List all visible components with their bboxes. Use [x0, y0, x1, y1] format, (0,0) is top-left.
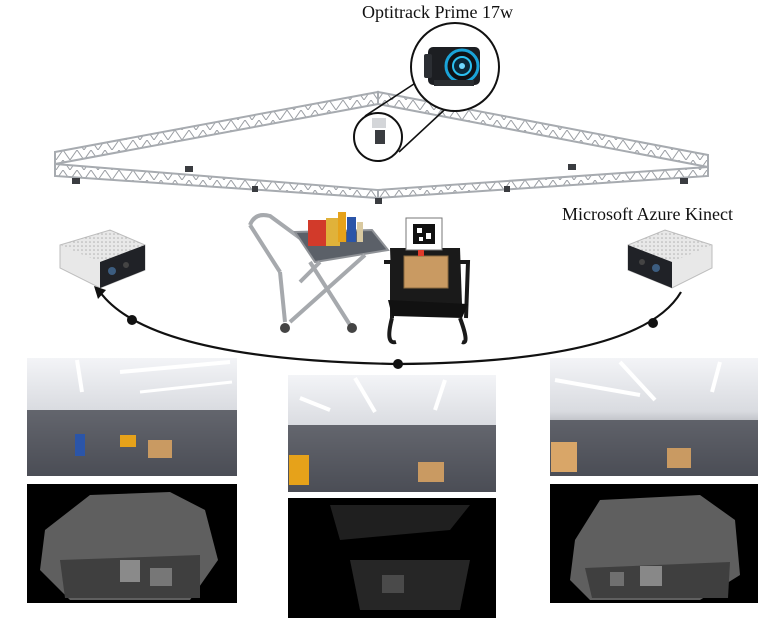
optitrack-camera-icon: [424, 47, 480, 86]
azure-kinect-icon: [59, 229, 146, 289]
object-set: [308, 212, 363, 246]
depth-view-right: [550, 484, 758, 603]
rgb-view-center: [288, 375, 496, 492]
kinect-label: Microsoft Azure Kinect: [562, 204, 733, 224]
rgb-view-left: [27, 358, 237, 476]
depth-view-center: [288, 498, 496, 618]
marker-board-icon: [405, 217, 443, 256]
rgb-view-right: [550, 358, 758, 476]
azure-kinect-icon: [627, 229, 713, 289]
optitrack-label: Optitrack Prime 17w: [362, 2, 513, 22]
truss-frame: [54, 90, 709, 204]
depth-view-left: [27, 484, 237, 603]
camera-trajectory: [94, 286, 682, 369]
chair-icon: [384, 248, 471, 345]
